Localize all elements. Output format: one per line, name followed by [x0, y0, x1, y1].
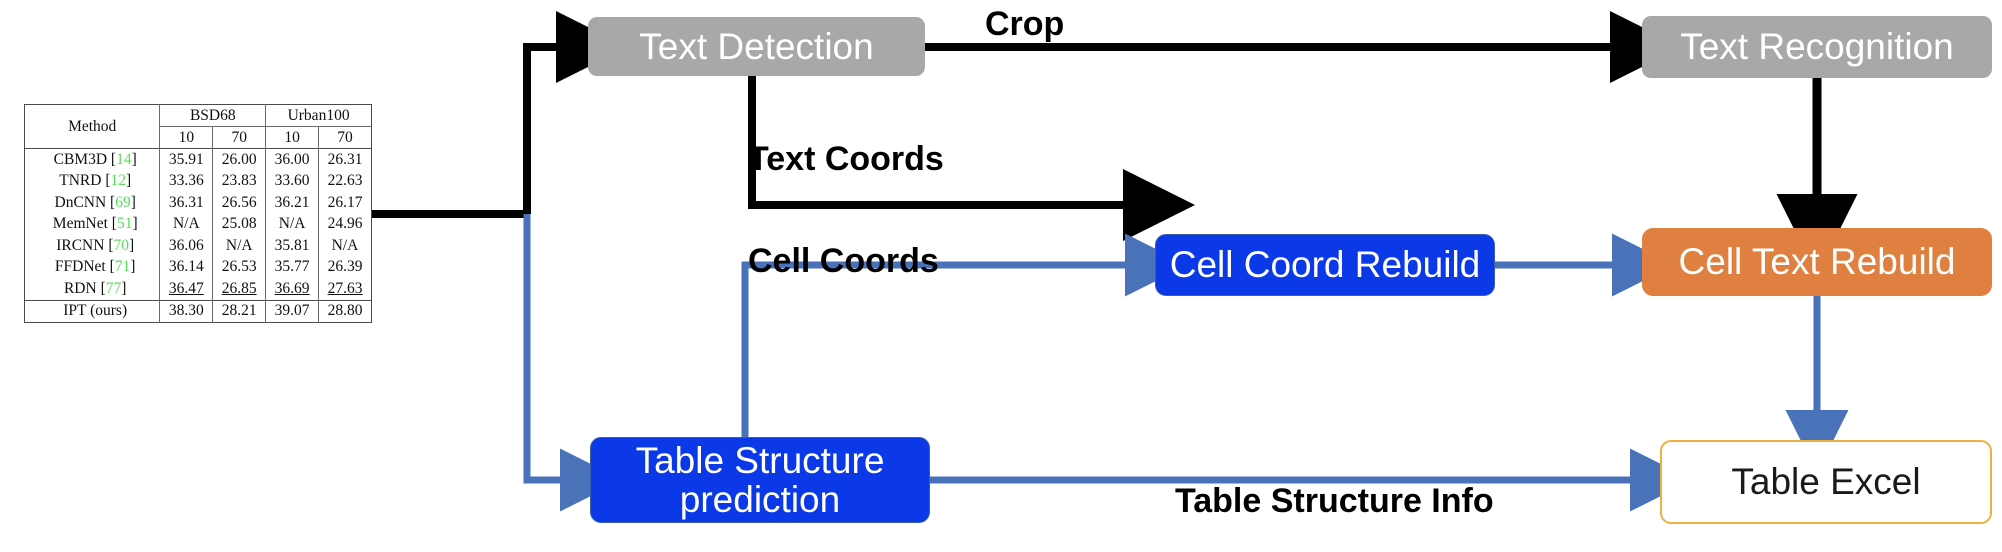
edge-label-text-coords: Text Coords: [748, 140, 944, 178]
node-text-detection[interactable]: Text Detection: [588, 17, 925, 76]
method-name: CBM3D: [53, 150, 108, 168]
node-label-multiline: Table Structure prediction: [636, 441, 885, 519]
method-ref: 69: [115, 193, 131, 211]
header-group-urban100: Urban100: [265, 104, 372, 127]
cell-value: N/A: [212, 235, 267, 257]
table-row: FFDNet [71] 36.14 26.53 35.77 26.39: [24, 256, 372, 278]
cell-value: 36.06: [159, 235, 214, 257]
method-name: RDN: [63, 279, 97, 297]
node-label: Text Recognition: [1680, 26, 1954, 68]
cell-method: CBM3D [14]: [24, 148, 161, 171]
cell-method: RDN [77]: [24, 278, 161, 300]
node-cell-text-rebuild[interactable]: Cell Text Rebuild: [1642, 228, 1992, 296]
cell-value: 26.17: [327, 193, 363, 211]
cell-value: 36.69: [265, 278, 320, 300]
input-table-image: Method BSD68 Urban100 10 70 10 70 CBM3D …: [24, 104, 372, 323]
method-name: DnCNN: [54, 193, 107, 211]
subheader-urban100-70: 70: [337, 128, 353, 146]
table-subheader-row: 10 70 10 70: [25, 126, 372, 149]
cell-value: 24.96: [327, 215, 363, 233]
cell-value: N/A: [265, 213, 320, 235]
cell-method: IRCNN [70]: [24, 235, 161, 257]
cell-method: FFDNet [71]: [24, 256, 161, 278]
table-row: DnCNN [69] 36.31 26.56 36.21 26.17: [24, 192, 372, 214]
method-ref: 70: [113, 236, 130, 254]
node-label: Table Excel: [1731, 461, 1921, 503]
cell-value: 36.47: [159, 278, 214, 300]
cell-value: 26.00: [212, 148, 267, 171]
cell-value: 36.14: [159, 256, 214, 278]
header-method: Method: [24, 104, 161, 149]
node-label-line1: Table Structure: [635, 439, 885, 481]
edge-label-table-structure-info: Table Structure Info: [1175, 482, 1494, 520]
method-name: IRCNN: [56, 236, 105, 254]
header-group-bsd68: BSD68: [159, 104, 267, 127]
method-ref: 71: [114, 258, 131, 276]
table-row: IRCNN [70] 36.06 N/A 35.81 N/A: [24, 235, 372, 257]
cell-value: 36.21: [265, 192, 320, 214]
cell-value: 28.21: [212, 299, 267, 323]
edge-label-crop: Crop: [985, 5, 1065, 43]
edge-text-coords: [748, 47, 1195, 241]
edge-label-cell-coords: Cell Coords: [748, 242, 939, 280]
cell-value: N/A: [331, 236, 359, 254]
table-row: TNRD [12] 33.36 23.83 33.60 22.63: [24, 170, 372, 192]
cell-method: TNRD [12]: [24, 170, 161, 192]
cell-value: 26.31: [318, 148, 372, 171]
node-cell-coord-rebuild[interactable]: Cell Coord Rebuild: [1155, 234, 1495, 296]
cell-value: 26.53: [212, 256, 267, 278]
method-name: MemNet: [52, 215, 108, 233]
cell-value: 23.83: [212, 170, 267, 192]
node-label: Cell Text Rebuild: [1678, 241, 1956, 283]
cell-value: 35.77: [265, 256, 320, 278]
method-ref: 77: [105, 279, 122, 297]
subheader-bsd68-70: 70: [212, 126, 267, 149]
cell-value: 25.08: [212, 213, 267, 235]
node-table-excel[interactable]: Table Excel: [1660, 440, 1992, 524]
cell-value: 26.56: [212, 192, 267, 214]
edge-to-table-structure: [523, 214, 623, 512]
cell-value: N/A: [159, 213, 214, 235]
method-ref: 51: [116, 215, 133, 233]
cell-value: 35.81: [265, 235, 320, 257]
subheader-bsd68-10: 10: [159, 126, 214, 149]
node-table-structure-prediction[interactable]: Table Structure prediction: [590, 437, 930, 523]
method-ref: 14: [116, 150, 132, 168]
cell-value: 35.91: [159, 148, 214, 171]
method-ref: 12: [110, 172, 126, 190]
node-label: Cell Coord Rebuild: [1169, 244, 1481, 286]
cell-value: 33.36: [159, 170, 214, 192]
method-name: FFDNet: [54, 258, 106, 276]
cell-method: DnCNN [69]: [24, 192, 161, 214]
cell-value: 36.31: [159, 192, 214, 214]
cell-value: 28.80: [318, 299, 372, 323]
node-label-line2: prediction: [679, 479, 841, 520]
cell-value: 36.00: [265, 148, 320, 171]
table-row: CBM3D [14] 35.91 26.00 36.00 26.31: [24, 148, 372, 171]
cell-method: IPT (ours): [24, 299, 161, 323]
cell-value: 26.39: [327, 258, 363, 276]
cell-value: 38.30: [159, 299, 214, 323]
table-row: IPT (ours) 38.30 28.21 39.07 28.80: [24, 299, 372, 323]
cell-method: MemNet [51]: [24, 213, 161, 235]
cell-value: 26.85: [212, 278, 267, 300]
node-text-recognition[interactable]: Text Recognition: [1642, 16, 1992, 78]
node-label: Text Detection: [639, 25, 874, 67]
table-row: RDN [77] 36.47 26.85 36.69 27.63: [24, 278, 372, 300]
subheader-urban100-10: 10: [265, 126, 320, 149]
table-header-row: Method BSD68 Urban100: [24, 104, 372, 149]
cell-value: 33.60: [265, 170, 320, 192]
method-name: TNRD: [59, 172, 102, 190]
cell-value: 22.63: [327, 172, 363, 190]
table-row: MemNet [51] N/A 25.08 N/A 24.96: [24, 213, 372, 235]
cell-value: 39.07: [265, 299, 320, 323]
edge-to-text-detection: [523, 11, 628, 214]
cell-value: 27.63: [327, 279, 363, 297]
benchmark-table: Method BSD68 Urban100 10 70 10 70 CBM3D …: [24, 104, 372, 323]
